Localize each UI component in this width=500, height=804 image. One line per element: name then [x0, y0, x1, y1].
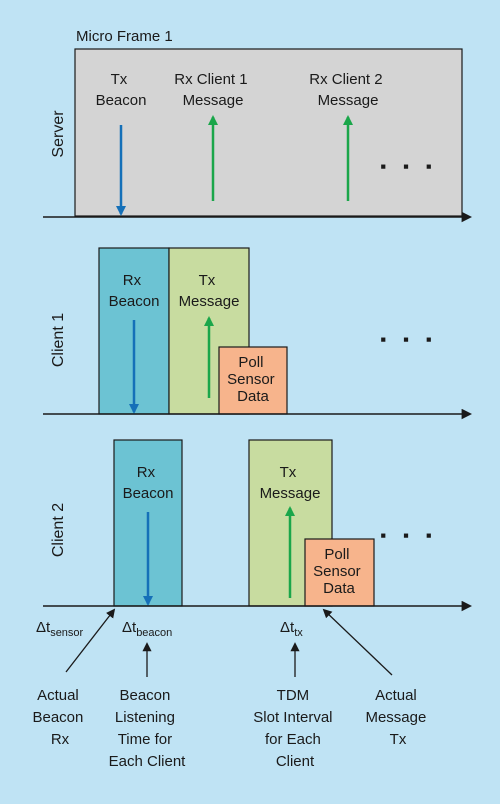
annotation-tdm-slot: TDM Slot Interval for Each Client	[253, 687, 336, 770]
server-tx-beacon-label: Tx Beacon	[96, 71, 147, 109]
annotation-beacon-listening: Beacon Listening Time for Each Client	[109, 687, 187, 770]
server-rx-client1-label: Rx Client 1 Message	[174, 71, 252, 109]
client2-rx-beacon-label: Rx Beacon	[123, 464, 174, 502]
client2-poll-sensor-label: Poll Sensor Data	[313, 546, 365, 597]
frame-title: Micro Frame 1	[76, 28, 173, 45]
interval-beacon-label: Δtbeacon	[122, 619, 172, 639]
client2-continuation-dots: ▪ ▪ ▪	[380, 526, 438, 545]
server-continuation-dots: ▪ ▪ ▪	[380, 157, 438, 176]
row-label-server: Server	[50, 110, 67, 158]
server-frame-box	[74, 48, 463, 217]
annotation-actual-message-tx: Actual Message Tx	[365, 687, 430, 748]
client1-rx-beacon-label: Rx Beacon	[109, 272, 160, 310]
pointer-actual-beacon-rx	[65, 608, 116, 673]
client1-continuation-dots: ▪ ▪ ▪	[380, 330, 438, 349]
client2-tx-message-label: Tx Message	[260, 464, 321, 502]
annotation-actual-beacon-rx: Actual Beacon Rx	[32, 687, 87, 748]
pointer-actual-message-tx	[322, 608, 393, 676]
row-label-client1: Client 1	[50, 313, 67, 367]
row-label-client2: Client 2	[50, 503, 67, 557]
interval-sensor-label: Δtsensor	[36, 619, 84, 639]
client1-tx-message-label: Tx Message	[179, 272, 240, 310]
server-rx-client2-label: Rx Client 2 Message	[309, 71, 387, 109]
interval-tx-label: Δttx	[280, 619, 303, 639]
client2-poll-sensor-box	[304, 538, 375, 607]
client1-poll-sensor-label: Poll Sensor Data	[227, 354, 279, 405]
client1-poll-sensor-box	[218, 346, 288, 415]
